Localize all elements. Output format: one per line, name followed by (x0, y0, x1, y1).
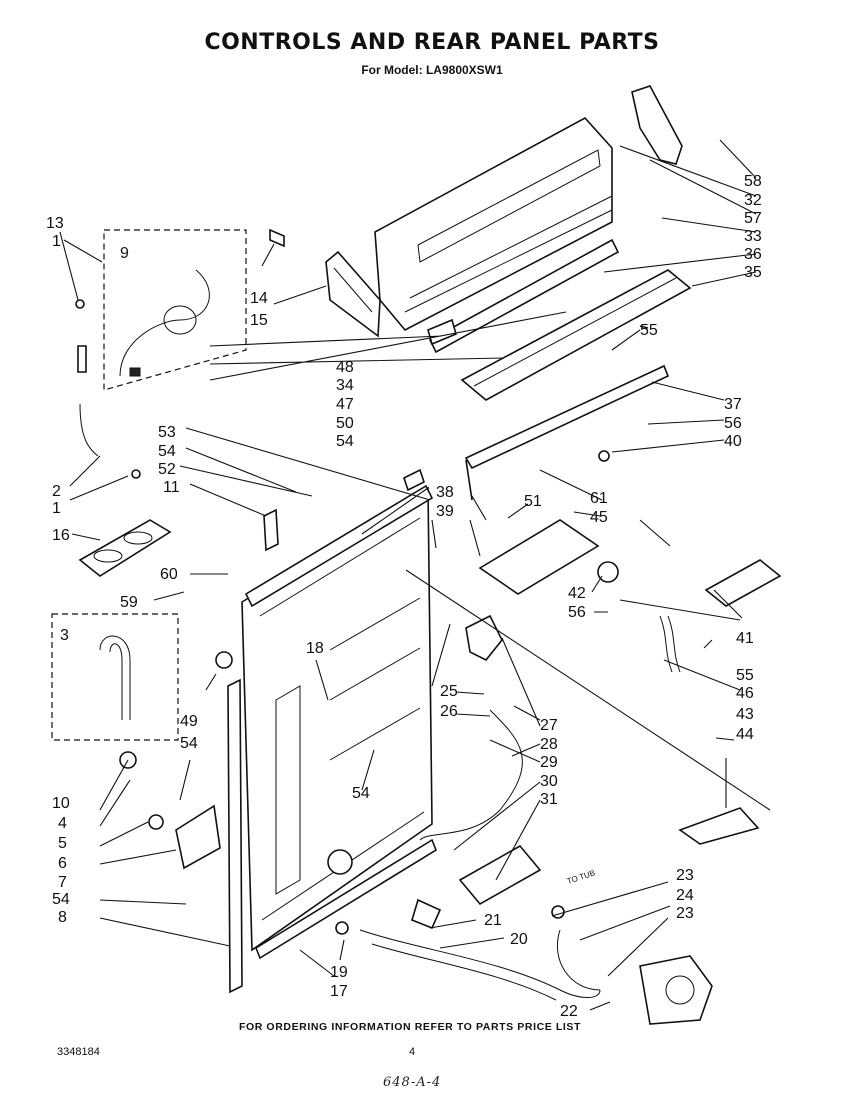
callout-28: 28 (540, 736, 558, 753)
callout-26: 26 (440, 703, 458, 720)
page-number: 4 (409, 1046, 416, 1058)
callout-54-c: 54 (180, 735, 198, 752)
callout-51: 51 (524, 493, 542, 510)
callout-59: 59 (120, 594, 138, 611)
page-title: CONTROLS AND REAR PANEL PARTS (204, 30, 660, 55)
callout-7: 7 (58, 874, 67, 891)
callout-20: 20 (510, 931, 528, 948)
callout-38: 38 (436, 484, 454, 501)
callout-labels: 13 1 9 14 15 2 1 16 53 54 52 11 60 59 48… (46, 173, 762, 1020)
callout-21: 21 (484, 912, 502, 929)
callout-50: 50 (336, 415, 354, 432)
callout-55-a: 55 (640, 322, 658, 339)
callout-40: 40 (724, 433, 742, 450)
callout-57: 57 (744, 210, 762, 227)
callout-8: 8 (58, 909, 67, 926)
callout-52: 52 (158, 461, 176, 478)
callout-6: 6 (58, 855, 67, 872)
callout-55-b: 55 (736, 667, 754, 684)
callout-1-lower: 1 (52, 500, 61, 517)
callout-48: 48 (336, 359, 354, 376)
callout-35: 35 (744, 264, 762, 281)
callout-23-b: 23 (676, 905, 694, 922)
callout-54-a: 54 (158, 443, 176, 460)
callout-54-e: 54 (52, 891, 70, 908)
callout-34: 34 (336, 377, 354, 394)
callout-45: 45 (590, 509, 608, 526)
callout-54-d: 54 (352, 785, 370, 802)
callout-36: 36 (744, 246, 762, 263)
callout-23-a: 23 (676, 867, 694, 884)
callout-56-a: 56 (724, 415, 742, 432)
callout-4: 4 (58, 815, 67, 832)
callout-5: 5 (58, 835, 67, 852)
callout-54-b: 54 (336, 433, 354, 450)
callout-47: 47 (336, 396, 354, 413)
callout-9: 9 (120, 245, 129, 262)
callout-27: 27 (540, 717, 558, 734)
callout-41: 41 (736, 630, 754, 647)
callout-42: 42 (568, 585, 586, 602)
callout-60: 60 (160, 566, 178, 583)
callout-53: 53 (158, 424, 176, 441)
callout-56-b: 56 (568, 604, 586, 621)
callout-18: 18 (306, 640, 324, 657)
callout-29: 29 (540, 754, 558, 771)
callout-14: 14 (250, 290, 268, 307)
callout-22: 22 (560, 1003, 578, 1020)
callout-2: 2 (52, 483, 61, 500)
callout-32: 32 (744, 192, 762, 209)
callout-49: 49 (180, 713, 198, 730)
callout-58: 58 (744, 173, 762, 190)
callout-16: 16 (52, 527, 70, 544)
callout-33: 33 (744, 228, 762, 245)
callout-10: 10 (52, 795, 70, 812)
callout-30: 30 (540, 773, 558, 790)
callout-15: 15 (250, 312, 268, 329)
callout-17: 17 (330, 983, 348, 1000)
callout-39: 39 (436, 503, 454, 520)
drawing-artwork (51, 85, 782, 1025)
callout-44: 44 (736, 726, 754, 743)
callout-24: 24 (676, 887, 694, 904)
document-number: 3348184 (57, 1046, 100, 1058)
callout-25: 25 (440, 683, 458, 700)
model-subtitle: For Model: LA9800XSW1 (361, 63, 503, 77)
callout-43: 43 (736, 706, 754, 723)
handwritten-note: 648-A-4 (383, 1075, 442, 1090)
callout-61: 61 (590, 490, 608, 507)
ordering-note: FOR ORDERING INFORMATION REFER TO PARTS … (238, 1021, 582, 1033)
callout-11: 11 (163, 479, 180, 496)
callout-46: 46 (736, 685, 754, 702)
callout-3: 3 (60, 627, 69, 644)
callout-13: 13 (46, 215, 64, 232)
callout-19: 19 (330, 964, 348, 981)
callout-31: 31 (540, 791, 558, 808)
callout-1-upper: 1 (52, 233, 61, 250)
callout-37: 37 (724, 396, 742, 413)
hose-label: TO TUB (566, 868, 596, 886)
